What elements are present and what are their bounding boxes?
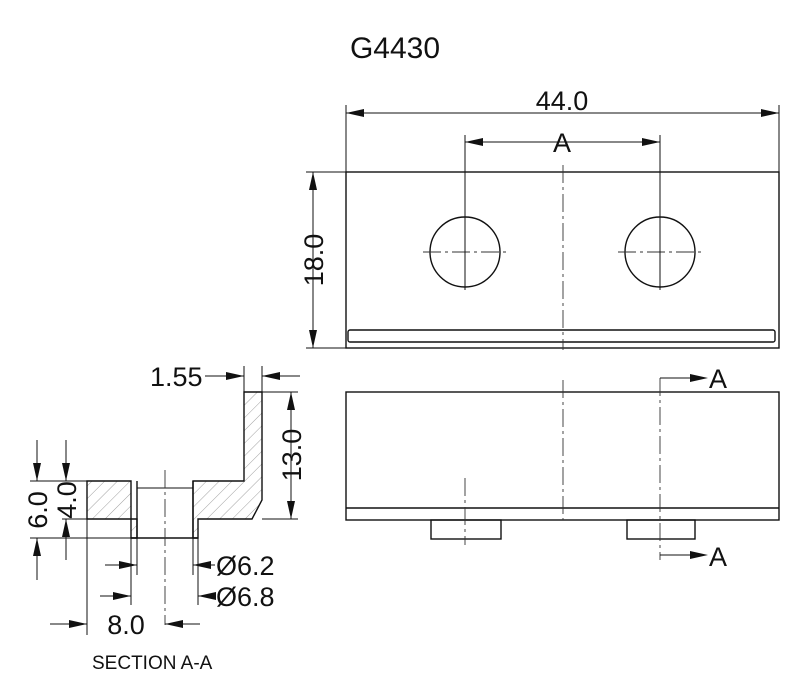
dim-wall-thickness: 1.55 <box>150 362 300 392</box>
section-marker-top-label: A <box>709 364 727 394</box>
dim-offset-label: 8.0 <box>107 610 145 640</box>
top-view <box>345 165 780 350</box>
top-view-ledge <box>347 329 776 343</box>
dim-bore-large: Ø6.8 <box>100 538 275 612</box>
dim-wall-thickness-label: 1.55 <box>150 362 203 392</box>
section-right-body <box>192 391 263 539</box>
dim-bore-large-label: Ø6.8 <box>216 582 275 612</box>
dim-bore-small: Ø6.2 <box>105 538 275 581</box>
section-marker-bottom: A <box>660 542 727 572</box>
section-caption: SECTION A-A <box>92 653 213 674</box>
dim-hole-spacing-label: A <box>553 128 571 158</box>
drawing-title: G4430 <box>350 32 440 65</box>
front-view-outline <box>345 391 780 521</box>
dim-overall-length-label: 44.0 <box>536 86 589 116</box>
dim-top-height-label: 18.0 <box>299 234 329 287</box>
dim-base-thickness-label: 4.0 <box>52 481 82 519</box>
dim-overall-length: 44.0 <box>345 86 780 172</box>
section-left-body <box>86 480 138 539</box>
front-view <box>345 378 780 560</box>
section-view <box>86 391 263 625</box>
right-boss <box>626 519 696 540</box>
section-marker-top: A <box>660 364 727 394</box>
top-view-outline <box>345 171 780 349</box>
left-boss <box>430 519 502 540</box>
dim-base-height: 6.0 <box>23 440 131 580</box>
section-marker-bottom-label: A <box>709 542 727 572</box>
dim-wall-height: 13.0 <box>262 391 307 520</box>
dim-top-height: 18.0 <box>299 171 346 349</box>
dim-offset: 8.0 <box>50 519 200 640</box>
dim-base-thickness: 4.0 <box>52 440 87 560</box>
dim-bore-small-label: Ø6.2 <box>216 551 275 581</box>
dim-hole-spacing: A <box>464 128 661 290</box>
dim-wall-height-label: 13.0 <box>277 429 307 482</box>
dim-base-height-label: 6.0 <box>23 491 53 529</box>
